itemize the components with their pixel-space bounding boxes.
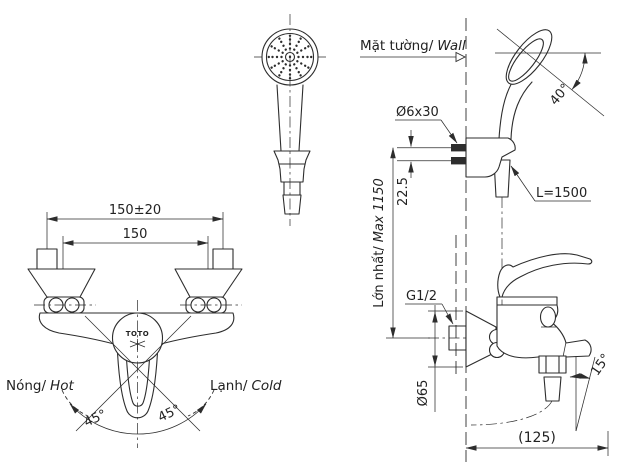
mixer-body-side — [470, 253, 593, 426]
escutcheon-dia-dim: Ø65 — [416, 305, 463, 412]
escutcheon-dia-label: Ø65 — [416, 380, 431, 407]
hand-shower-side — [498, 29, 553, 140]
hose-length-label: L=1500 — [536, 186, 587, 201]
wall-label: Mặt tường/Wall — [360, 38, 466, 54]
diverter-knob — [539, 306, 557, 328]
hose-coil — [282, 194, 302, 215]
shower-bracket — [465, 137, 516, 178]
side-view-installation: Mặt tường/Wall 40° Ø6x30 — [360, 18, 614, 462]
head-angle-label: 40° — [547, 81, 573, 108]
bracket-screw-lower — [451, 157, 466, 165]
bracket-hose-coil — [493, 159, 511, 198]
cold-label: Lạnh/Cold — [210, 378, 282, 394]
depth-label: (125) — [518, 430, 556, 446]
lever-handle-front: TOTO — [111, 312, 164, 419]
max-height-dim: Lớn nhất/Max 1150 — [372, 147, 430, 339]
outlet-hose-coil — [543, 376, 562, 402]
hot-label: Nóng/Hot — [6, 378, 74, 394]
spout-angle-label: 15° — [588, 351, 614, 378]
screw-size-label: Ø6x30 — [396, 105, 439, 120]
left-supply-pipe — [36, 248, 58, 270]
wall-arrow — [455, 51, 467, 63]
thread-size-label: G1/2 — [406, 289, 437, 304]
depth-dim: (125) — [465, 430, 609, 456]
screw-spacing-label: 22.5 — [396, 177, 411, 206]
max-height-label: Lớn nhất/Max 1150 — [372, 178, 387, 308]
outlet-nut — [538, 355, 567, 374]
right-supply-pipe — [212, 248, 234, 270]
angle-right-label: 45° — [156, 402, 183, 425]
angle-left-label: 45° — [82, 407, 109, 430]
front-view-mixer: 150±20 150 TOTO — [6, 203, 282, 448]
lever-side — [497, 253, 593, 298]
dim-spread: 150 — [123, 227, 148, 242]
shower-handle-front — [273, 84, 311, 215]
cap-ring — [496, 296, 558, 306]
dim-spread-tolerance: 150±20 — [109, 203, 161, 218]
right-escutcheon — [174, 268, 243, 298]
spout-angle-dim: 15° — [569, 351, 614, 432]
screw-spacing-dim: 22.5 — [396, 130, 414, 206]
hose-thread — [283, 181, 301, 196]
brand-logo: TOTO — [126, 330, 149, 338]
left-escutcheon — [27, 268, 96, 298]
bracket-screw-upper — [451, 144, 466, 152]
hose-nut — [273, 150, 311, 183]
hand-shower-front-view — [254, 14, 326, 226]
